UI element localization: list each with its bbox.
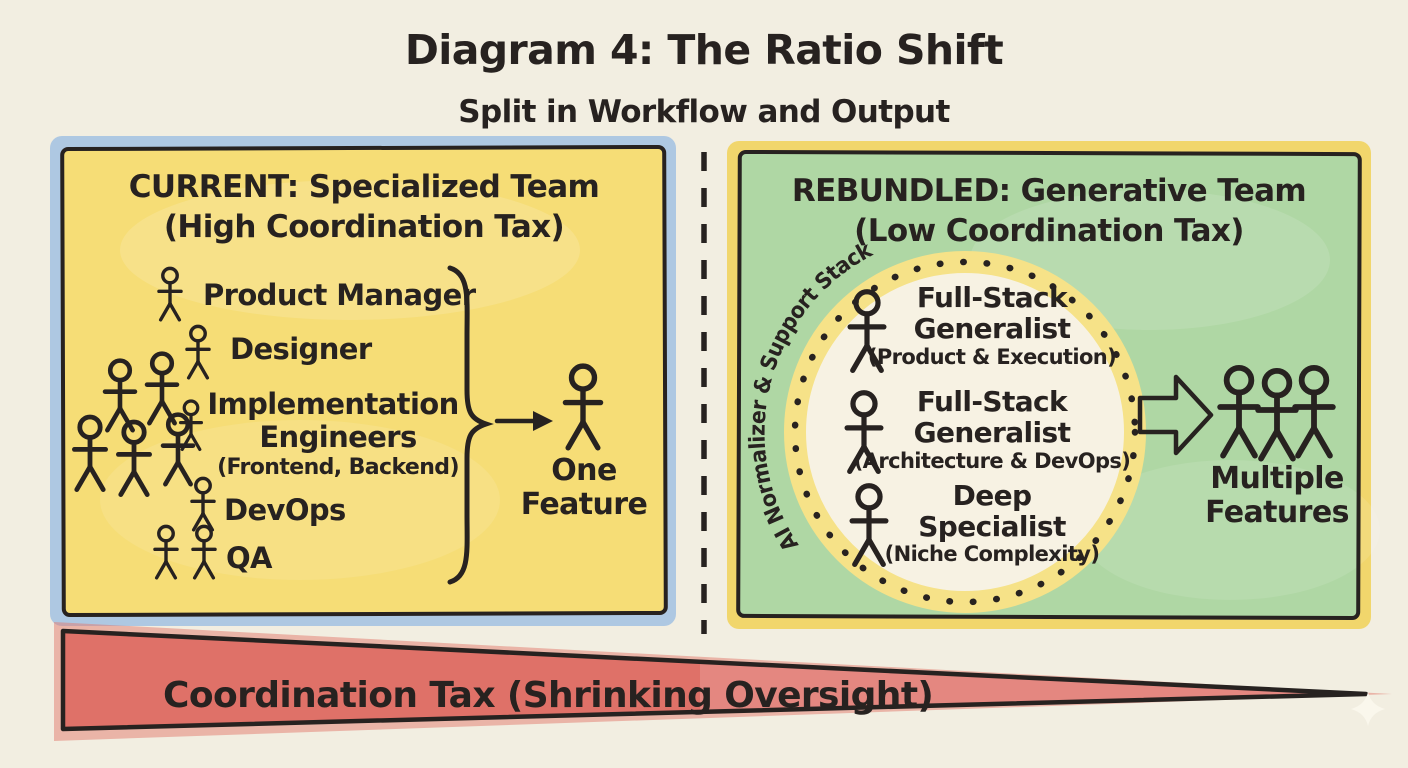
title-block: Diagram 4: The Ratio Shift Split in Work… — [405, 26, 1004, 130]
block-arrow-icon — [1137, 374, 1214, 456]
role-label-qa: QA — [226, 541, 273, 575]
band-outline — [60, 628, 1369, 732]
role-label-devops: DevOps — [224, 493, 346, 527]
role-label-implementation: Implementation — [207, 387, 458, 421]
generalist2-line2: Generalist — [914, 416, 1071, 449]
generalist1-line1: Full-Stack — [917, 281, 1069, 314]
generalist1-sublabel: (Product & Execution) — [868, 345, 1116, 369]
specialist-sublabel: (Niche Complexity) — [885, 542, 1100, 566]
watercolor-highlight — [1080, 460, 1380, 600]
support-circle-dots — [791, 258, 1139, 606]
coordination-tax-band: Coordination Tax (Shrinking Oversight) — [54, 622, 1392, 741]
band-wedge — [63, 631, 1366, 729]
left-panel-background — [62, 146, 666, 616]
multiple-features-line2: Features — [1205, 495, 1349, 530]
current-team-panel: CURRENT: Specialized Team (High Coordina… — [50, 136, 676, 626]
left-panel-border — [60, 144, 668, 618]
right-panel-heading-line1: REBUNDLED: Generative Team — [792, 173, 1306, 209]
generalist2-sublabel: (Architecture & DevOps) — [854, 449, 1131, 473]
page-title: Diagram 4: The Ratio Shift — [405, 26, 1003, 74]
role-label-engineers: Engineers — [259, 420, 416, 454]
multiple-features-line1: Multiple — [1210, 461, 1343, 496]
role-label-designer: Designer — [230, 332, 373, 366]
right-panel-border — [736, 149, 1362, 621]
right-arrow-icon — [494, 411, 553, 431]
one-feature-line1: One — [551, 453, 616, 488]
role-sublabel-frontend-backend: (Frontend, Backend) — [217, 455, 459, 480]
coordination-tax-label: Coordination Tax (Shrinking Oversight) — [163, 675, 933, 716]
specialist-line1: Deep — [953, 479, 1032, 512]
left-panel-heading-line2: (High Coordination Tax) — [164, 209, 564, 245]
page-subtitle: Split in Workflow and Output — [458, 94, 950, 130]
right-panel-heading-line2: (Low Coordination Tax) — [854, 213, 1244, 249]
left-panel-heading-line1: CURRENT: Specialized Team — [129, 169, 599, 205]
generalist2-line1: Full-Stack — [917, 385, 1069, 418]
one-feature-line2: Feature — [521, 487, 648, 522]
support-circle-fill — [795, 262, 1135, 602]
band-fade-overlay — [700, 663, 1366, 712]
generalist1-line2: Generalist — [914, 312, 1071, 345]
role-label-product-manager: Product Manager — [203, 278, 477, 312]
curly-brace — [447, 265, 494, 585]
specialist-line2: Specialist — [918, 510, 1066, 543]
rebundled-team-panel: REBUNDLED: Generative Team (Low Coordina… — [727, 141, 1380, 629]
sparkle-icon — [1351, 692, 1385, 726]
